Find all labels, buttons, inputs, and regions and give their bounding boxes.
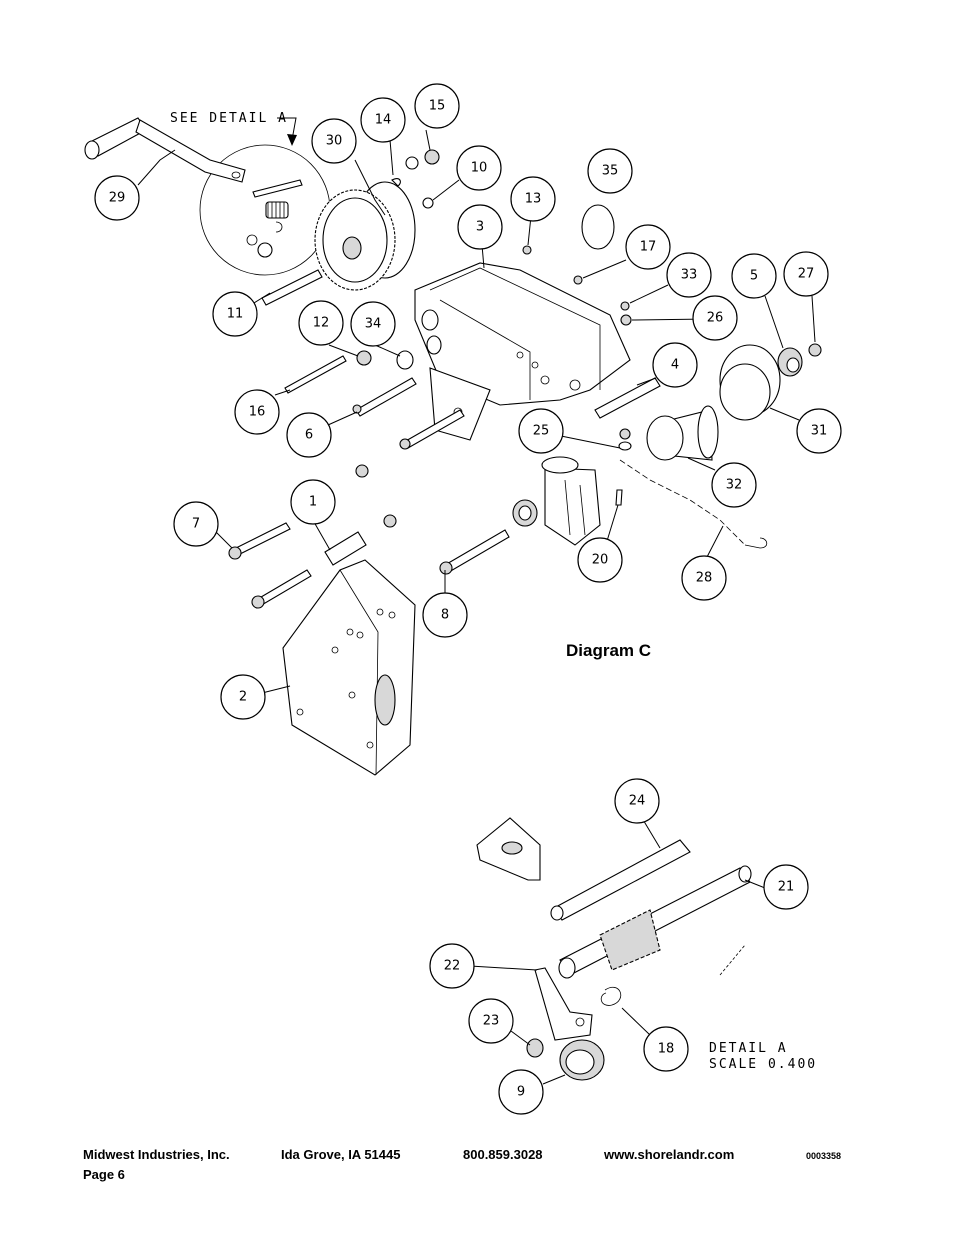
svg-text:21: 21: [778, 880, 795, 895]
svg-text:13: 13: [525, 192, 542, 207]
callout-5: 5: [731, 253, 777, 299]
svg-text:26: 26: [707, 311, 724, 326]
callout-20: 20: [577, 537, 623, 583]
detail-a-scale: SCALE 0.400: [709, 1057, 817, 1072]
crank-handle-drawing: [84, 117, 246, 183]
svg-text:14: 14: [375, 113, 392, 128]
svg-text:30: 30: [326, 134, 343, 149]
callout-6: 6: [286, 412, 332, 458]
svg-text:10: 10: [471, 161, 488, 176]
svg-text:27: 27: [798, 267, 815, 282]
callout-31: 31: [796, 408, 842, 454]
callout-17: 17: [625, 224, 671, 270]
callout-9: 9: [498, 1069, 544, 1115]
svg-text:17: 17: [640, 240, 657, 255]
callout-7: 7: [173, 501, 219, 547]
callout-14: 14: [360, 97, 406, 143]
svg-text:8: 8: [441, 608, 449, 623]
callout-2: 2: [220, 674, 266, 720]
leader-lines: [137, 117, 816, 1085]
svg-text:34: 34: [365, 317, 382, 332]
callout-26: 26: [692, 295, 738, 341]
side-plate-drawing: [282, 559, 416, 776]
callout-22: 22: [429, 943, 475, 989]
svg-text:20: 20: [592, 553, 609, 568]
callout-35: 35: [587, 148, 633, 194]
diagram-title: Diagram C: [566, 641, 652, 660]
footer-page-number: Page 6: [83, 1167, 125, 1182]
callout-balloons: 29 30 14 15 10 13 35 3 17 33 26 5 27 11 …: [94, 83, 842, 1115]
callout-24: 24: [614, 778, 660, 824]
svg-text:24: 24: [629, 794, 646, 809]
svg-text:3: 3: [476, 220, 484, 235]
callout-23: 23: [468, 998, 514, 1044]
callout-8: 8: [422, 592, 468, 638]
callout-15: 15: [414, 83, 460, 129]
callout-1: 1: [290, 479, 336, 525]
callout-16: 16: [234, 389, 280, 435]
svg-text:33: 33: [681, 268, 698, 283]
svg-text:6: 6: [305, 428, 313, 443]
svg-text:5: 5: [750, 269, 758, 284]
svg-text:32: 32: [726, 478, 743, 493]
svg-text:35: 35: [602, 164, 619, 179]
footer-website: www.shorelandr.com: [604, 1147, 735, 1162]
callout-25: 25: [518, 408, 564, 454]
svg-text:18: 18: [658, 1042, 675, 1057]
callout-32: 32: [711, 462, 757, 508]
svg-text:23: 23: [483, 1014, 500, 1029]
svg-text:11: 11: [227, 307, 244, 322]
svg-text:1: 1: [309, 495, 317, 510]
callout-33: 33: [666, 252, 712, 298]
callout-12: 12: [298, 300, 344, 346]
callout-27: 27: [783, 251, 829, 297]
large-gear-drawing: [314, 181, 416, 291]
svg-text:9: 9: [517, 1085, 525, 1100]
see-detail-label: SEE DETAIL A: [170, 111, 288, 126]
detail-a-title: DETAIL A: [709, 1041, 788, 1056]
callout-3: 3: [457, 204, 503, 250]
callout-30: 30: [311, 118, 357, 164]
footer-location: Ida Grove, IA 51445: [281, 1147, 401, 1162]
svg-text:12: 12: [313, 316, 330, 331]
svg-text:31: 31: [811, 424, 828, 439]
footer-doc-code: 0003358: [806, 1151, 842, 1161]
callout-34: 34: [350, 301, 396, 347]
svg-text:25: 25: [533, 424, 550, 439]
svg-text:29: 29: [109, 191, 126, 206]
callout-28: 28: [681, 555, 727, 601]
callout-10: 10: [456, 145, 502, 191]
svg-text:28: 28: [696, 571, 713, 586]
svg-text:16: 16: [249, 405, 266, 420]
footer-phone: 800.859.3028: [463, 1147, 543, 1162]
footer-company: Midwest Industries, Inc.: [83, 1147, 230, 1162]
callout-11: 11: [212, 291, 258, 337]
svg-text:4: 4: [671, 358, 679, 373]
callout-21: 21: [763, 864, 809, 910]
callout-4: 4: [652, 342, 698, 388]
svg-text:7: 7: [192, 517, 200, 532]
svg-text:22: 22: [444, 959, 461, 974]
callout-18: 18: [643, 1026, 689, 1072]
callout-13: 13: [510, 176, 556, 222]
svg-text:2: 2: [239, 690, 247, 705]
callout-29: 29: [94, 175, 140, 221]
part-drawings: [84, 117, 822, 1081]
svg-text:15: 15: [429, 99, 446, 114]
